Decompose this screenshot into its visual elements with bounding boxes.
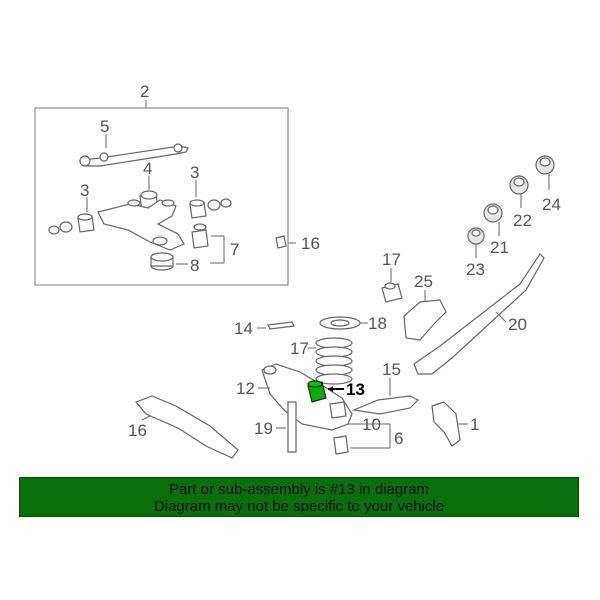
small-bushings [48,198,232,235]
part-3-bushing-right [189,180,207,219]
callout-2: 2 [140,82,149,101]
callout-8: 6 [394,429,403,448]
part-23-bushing [467,227,485,258]
callout-6: 7 [230,240,239,259]
part-8-ball-joint [333,423,391,455]
banner-line-2: Diagram may not be specific to your vehi… [153,498,445,515]
part-10-nut [275,235,296,249]
part-24-bushing [535,155,555,190]
part-5-cross-shaft [79,134,189,167]
callout-18: 18 [368,314,387,333]
part-1-spindle [431,401,468,447]
part-14-bolt [257,321,295,330]
callout-3-right: 3 [190,163,199,182]
callout-1: 1 [470,415,479,434]
callout-24: 24 [542,195,561,214]
callout-5: 5 [100,117,109,136]
part-20-radius-arm [413,253,545,375]
callout-3-left: 3 [80,181,89,200]
callout-15: 15 [382,360,401,379]
part-19-shock [276,401,297,453]
callout-14: 14 [234,319,253,338]
callout-22: 22 [513,211,532,230]
part-25-bracket [403,290,447,341]
part-3-bushing-left [77,197,95,233]
callout-16: 16 [128,421,147,440]
callout-20: 20 [508,315,527,334]
banner-line-1: Part or sub-assembly is #13 in diagram [168,481,430,498]
callout-25: 25 [414,272,433,291]
info-banner: Part or sub-assembly is #13 in diagram D… [19,477,579,517]
part-7-bumper [150,252,188,271]
part-13-bushing-highlighted [307,380,344,403]
callout-19: 19 [254,419,273,438]
callout-21: 21 [490,238,509,257]
part-upper-control-arm [97,199,185,251]
part-6-ball-joint [191,223,225,264]
callout-10: 16 [301,234,320,253]
part-22-bushing [509,175,529,208]
callout-12: 12 [236,379,255,398]
callout-11: 17 [382,250,401,269]
callout-4: 4 [143,159,152,178]
callout-7: 8 [190,256,199,275]
callout-17: 17 [290,339,309,358]
callout-23: 23 [466,260,485,279]
part-21-bushing [483,203,503,236]
part-12-lower-control-arm [258,363,353,431]
part-16-crossmember [134,395,239,459]
group-box-2 [34,107,289,286]
part-15-arm [351,378,420,415]
part-17-coil-spring [308,337,353,385]
callout-13-highlighted: 13 [346,380,365,399]
part-18-spring-seat [319,316,368,330]
part-11-bracket [381,268,403,303]
